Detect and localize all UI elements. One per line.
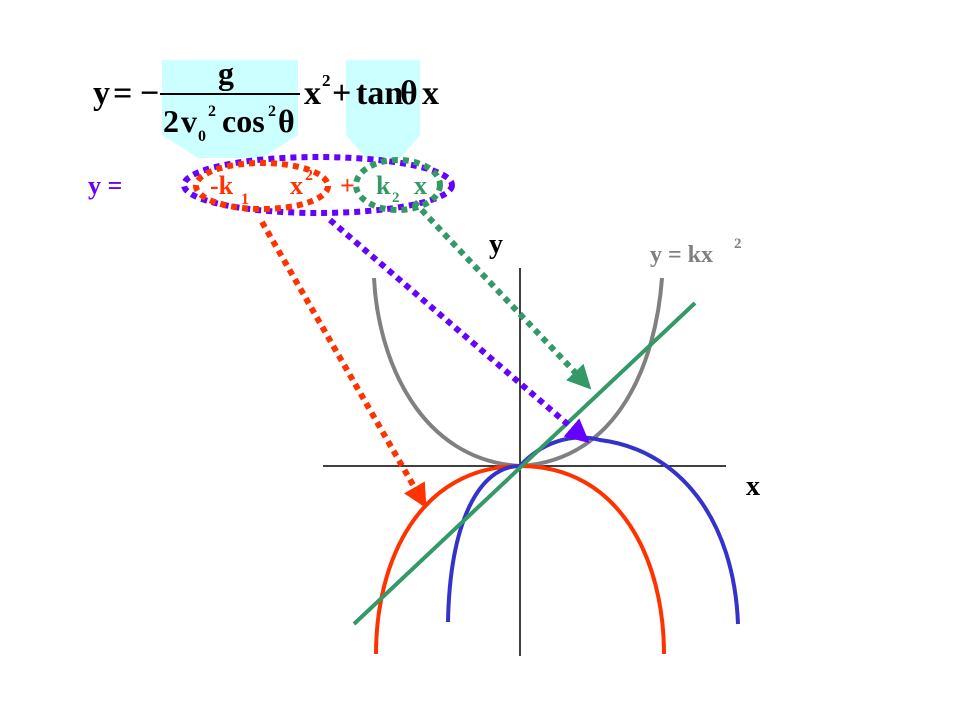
projectile-formula: y = − g 2 v 0 2 cos 2 θ x 2 + tan θ x [93,55,439,145]
simplified-x2-sup: 2 [305,167,313,184]
formula-x-squared-sup: 2 [322,71,331,90]
simplified-neg-k: -k [210,171,234,200]
simplified-k1-sub: 1 [241,191,249,208]
simplified-plus: + [340,171,355,200]
formula-den-cos: cos [222,103,265,139]
formula-den-v-sub: 0 [198,128,206,145]
parabola-label-text: y = kx [650,242,713,268]
formula-numerator: g [218,55,234,91]
formula-den-v-sup: 2 [208,103,216,120]
simplified-k: k [376,171,391,200]
formula-tan-theta: θ [400,75,418,112]
y-axis-label: y [489,229,503,260]
parabola-label: y = kx 2 [650,236,742,268]
simplified-k2-sub: 2 [392,190,400,206]
formula-lhs: y [93,75,110,112]
formula-equals: = [113,75,132,112]
purple-dotted-ellipse [181,154,455,216]
x-axis-label: x [746,471,760,502]
green-dotted-arrow [411,199,592,390]
green-tangent-line [352,301,697,626]
formula-den-theta: θ [278,103,295,139]
coefficient-callout [162,60,298,158]
green-dotted-ellipse [353,157,443,213]
simplified-y-eq: y = [88,171,122,200]
formula-x-squared: x [304,75,321,112]
tan-callout [346,60,420,158]
formula-x-linear: x [422,75,439,112]
purple-dotted-arrow [328,217,590,444]
simplified-equation: y = -k 1 x 2 + k 2 x [88,167,427,208]
simplified-x: x [414,171,427,200]
formula-den-coef: 2 [163,103,179,139]
formula-minus: − [140,75,159,112]
simplified-x2: x [290,171,303,200]
formula-den-v: v [181,103,197,139]
parabola-label-sup: 2 [734,236,742,252]
formula-den-cos-sup: 2 [268,103,276,120]
formula-plus: + [332,75,351,112]
orange-dotted-ellipse [193,160,331,212]
formula-tan: tan [356,75,403,112]
orange-dotted-arrow [259,220,427,509]
